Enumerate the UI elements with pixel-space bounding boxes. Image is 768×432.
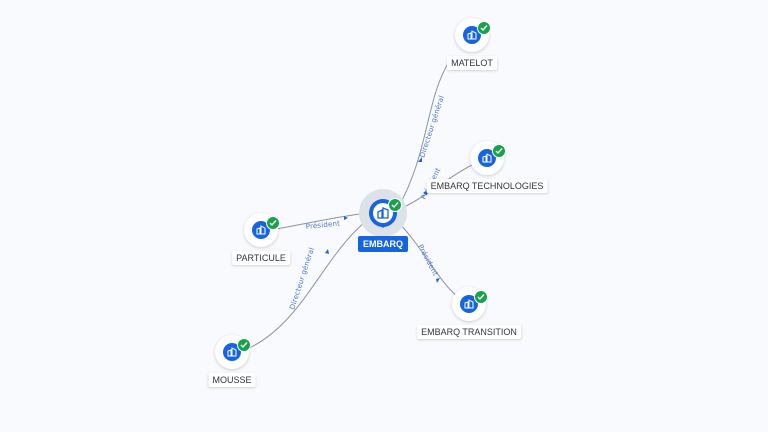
check-icon xyxy=(266,216,280,230)
center-node-label[interactable]: EMBARQ xyxy=(358,236,408,252)
building-icon xyxy=(460,295,478,313)
arrow-icon xyxy=(344,216,348,220)
building-icon xyxy=(463,26,481,44)
node-label[interactable]: EMBARQ TECHNOLOGIES xyxy=(426,179,548,193)
edge-particule xyxy=(269,213,361,231)
node-label[interactable]: PARTICULE xyxy=(232,251,290,265)
arrow-icon xyxy=(325,249,329,254)
node-label[interactable]: MOUSSE xyxy=(208,373,256,387)
check-icon xyxy=(492,144,506,158)
edge-label-particule: Président xyxy=(305,219,340,231)
edge-mousse xyxy=(239,221,366,353)
building-icon xyxy=(478,149,496,167)
building-icon xyxy=(223,343,241,361)
edge-label-embarq-transition: Président xyxy=(416,243,439,277)
arrow-icon xyxy=(436,278,440,283)
check-icon xyxy=(388,198,402,212)
edge-matelot xyxy=(397,59,451,209)
building-icon xyxy=(252,221,270,239)
node-label[interactable]: MATELOT xyxy=(447,56,497,70)
arrow-icon xyxy=(418,157,422,162)
check-icon xyxy=(474,290,488,304)
node-label[interactable]: EMBARQ TRANSITION xyxy=(417,325,521,339)
check-icon xyxy=(237,338,251,352)
check-icon xyxy=(477,21,491,35)
arrow-icon xyxy=(423,190,427,195)
